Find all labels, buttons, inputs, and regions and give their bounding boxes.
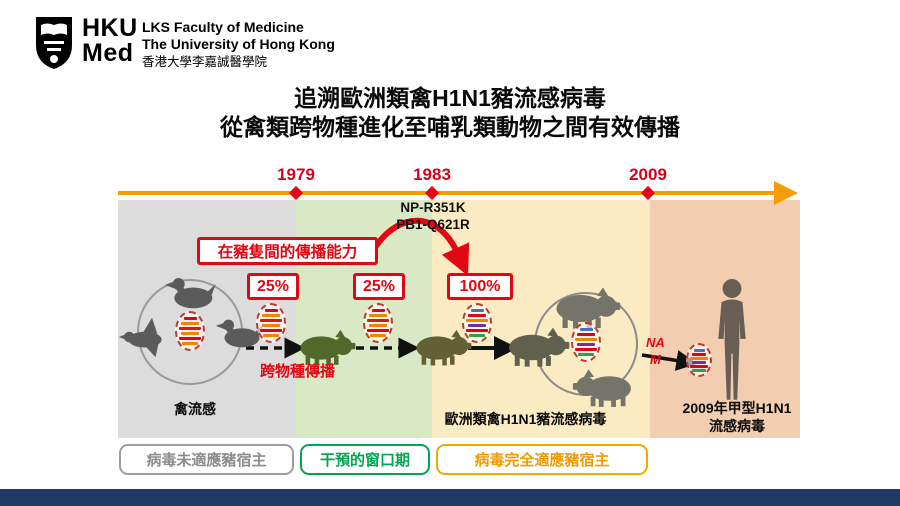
faculty-line1: LKS Faculty of Medicine	[142, 19, 304, 35]
avian-flu-label: 禽流感	[174, 401, 216, 417]
virus-icon-reassorted	[462, 303, 492, 343]
mutation-line2: PB1-Q621R	[396, 216, 470, 232]
human-virus-line1: 2009年甲型H1N1	[682, 400, 792, 416]
transmission-pct-1983: 25%	[353, 273, 405, 300]
faculty-line3: 香港大學李嘉誠醫學院	[142, 55, 268, 70]
timeline-year-2009: 2009	[629, 165, 667, 184]
title-line1: 追溯歐洲類禽H1N1豬流感病毒	[294, 85, 606, 111]
transmission-pct-1979: 25%	[247, 273, 299, 300]
pig-transmission-label: 在豬隻間的傳播能力	[197, 237, 378, 265]
logo-med: Med	[82, 38, 134, 67]
transmission-pct-adapted: 100%	[447, 273, 513, 300]
pig-icon	[572, 369, 631, 407]
mutation-line1: NP-R351K	[400, 200, 466, 215]
virus-icon-avian	[256, 303, 286, 343]
faculty-name: LKS Faculty of Medicine The University o…	[142, 19, 335, 70]
timeline-marker-1983	[424, 185, 440, 201]
mutation-annotation: NP-R351K PB1-Q621R	[373, 200, 493, 234]
footer-bar	[0, 489, 900, 506]
cross-species-label: 跨物種傳播	[259, 363, 335, 380]
duck-icon	[164, 278, 216, 309]
legend-virus-unadapted: 病毒未適應豬宿主	[119, 444, 294, 475]
human-icon	[718, 279, 746, 400]
pig-icon	[300, 329, 356, 366]
european-swine-virus-label: 歐洲類禽H1N1豬流感病毒	[444, 411, 607, 427]
flying-duck-icon	[118, 317, 162, 358]
faculty-line2: The University of Hong Kong	[142, 36, 335, 53]
legend-virus-fully-adapted: 病毒完全適應豬宿主	[436, 444, 648, 475]
gene-m-label: M	[650, 352, 661, 367]
human-virus-line2: 流感病毒	[709, 418, 765, 435]
virus-icon-reassorted	[571, 322, 601, 362]
logo-hku: HKU	[82, 14, 138, 42]
pig-icon	[556, 287, 621, 329]
hku-crest-icon	[36, 17, 72, 69]
legend-intervention-window: 干預的窗口期	[300, 444, 430, 475]
pig-icon	[509, 327, 570, 367]
virus-icon-human	[686, 343, 712, 377]
duck-icon	[215, 319, 263, 348]
page-title: 追溯歐洲類禽H1N1豬流感病毒 從禽類跨物種進化至哺乳類動物之間有效傳播	[0, 84, 900, 143]
timeline-marker-2009	[640, 185, 656, 201]
pig-icon	[416, 329, 472, 366]
virus-icon-avian	[175, 311, 205, 351]
title-line2: 從禽類跨物種進化至哺乳類動物之間有效傳播	[220, 114, 680, 141]
gene-na-label: NA	[646, 335, 665, 350]
logo-acronym: HKU Med	[82, 16, 138, 65]
timeline-year-1983: 1983	[413, 165, 451, 184]
timeline-marker-1979	[288, 185, 304, 201]
virus-icon-avian	[363, 303, 393, 343]
human-virus-label: 2009年甲型H1N1 流感病毒	[667, 399, 807, 435]
timeline-year-1979: 1979	[277, 165, 315, 184]
